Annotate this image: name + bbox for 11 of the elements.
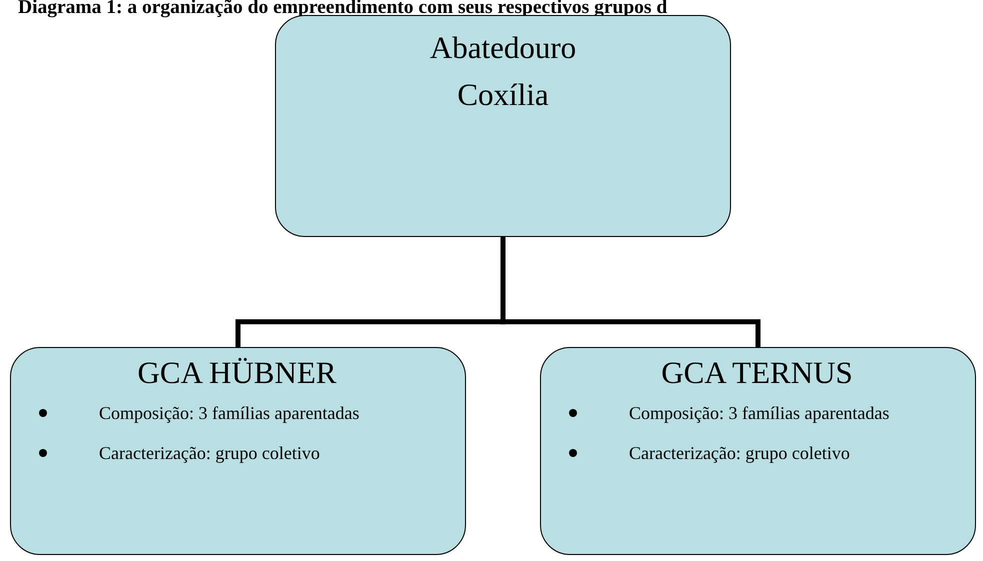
bullet-item: Caracterização: grupo coletivo (99, 432, 451, 473)
bullet-item: Caracterização: grupo coletivo (629, 432, 961, 473)
box-text: Coxília (456, 76, 550, 114)
rounded-box (540, 347, 976, 555)
rounded-box (275, 15, 731, 237)
bullet-item: Composição: 3 famílias aparentadas (629, 392, 961, 433)
box-heading: GCA HÜBNER (136, 354, 338, 392)
box-text: Abatedouro (428, 29, 578, 67)
bullet-item: Composição: 3 famílias aparentadas (99, 392, 451, 433)
box-heading: GCA TERNUS (660, 354, 854, 392)
rounded-box (10, 347, 466, 555)
